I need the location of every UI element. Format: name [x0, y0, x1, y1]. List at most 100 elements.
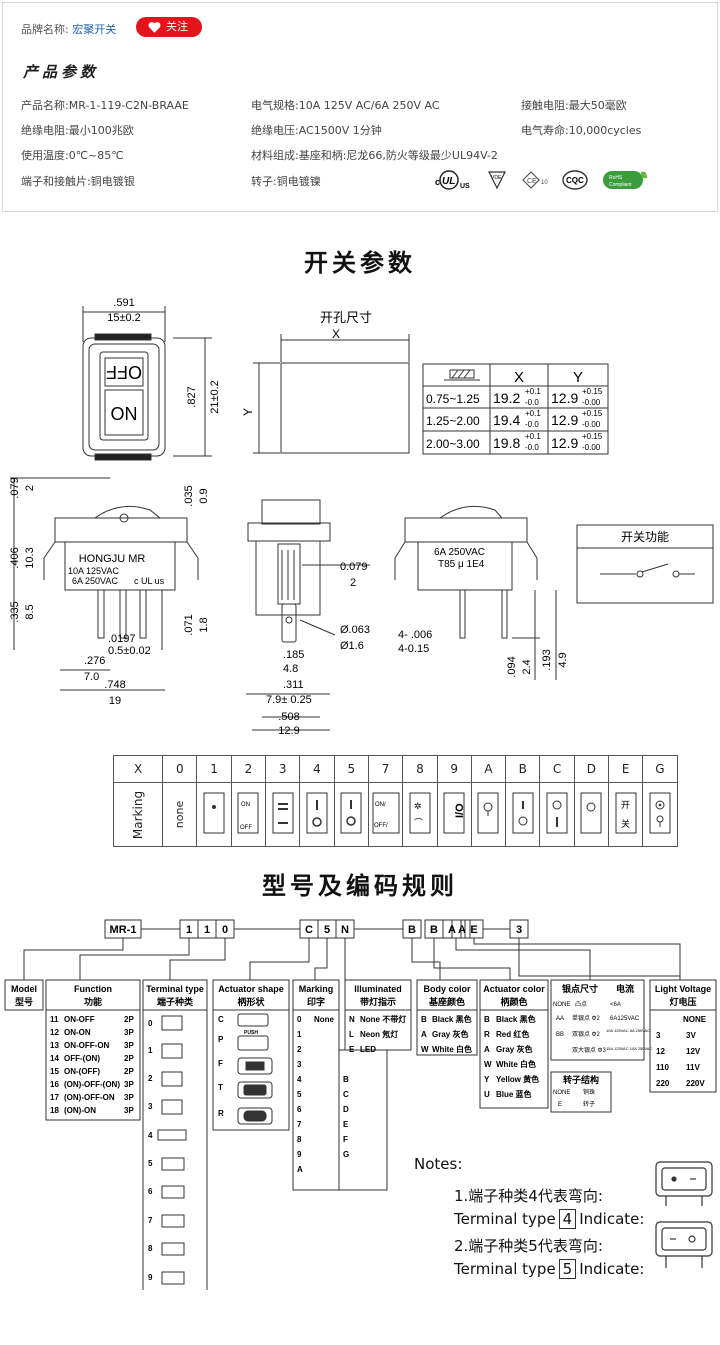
marking-cell-g — [642, 782, 678, 847]
marking-h-9: 9 — [436, 755, 472, 783]
cut-table-hx: X — [514, 369, 524, 386]
terminal-cn: 端子种类 — [157, 996, 194, 1007]
illum-name-1: Neon 氖灯 — [360, 1029, 398, 1039]
silver-code-2: BB — [556, 1032, 564, 1038]
fn-pole-6: 3P — [124, 1093, 134, 1102]
marking-h-15: G — [642, 755, 678, 783]
act-name-2: Gray 灰色 — [496, 1044, 532, 1054]
label-off: OFF — [106, 362, 142, 382]
svg-text:c: c — [435, 177, 440, 187]
silver-h1: 银点尺寸 — [562, 983, 598, 994]
cutout-title: 开孔尺寸 — [320, 310, 372, 325]
dim-094: .094 — [506, 656, 518, 677]
act-code-2: A — [484, 1045, 490, 1054]
brand-link[interactable]: 宏聚开关 — [72, 23, 117, 36]
act-code-5: U — [484, 1090, 490, 1099]
silver-cur-0: <6A — [610, 1002, 621, 1008]
code-part-9: A — [448, 924, 456, 936]
svg-text:I/O: I/O — [454, 803, 466, 818]
body-name-1: Gray 灰色 — [432, 1029, 468, 1039]
mark-d: D — [343, 1105, 349, 1114]
light-voltage-en: Light Voltage — [655, 984, 711, 994]
actuator-shape-en: Actuator shape — [218, 984, 284, 994]
cut-row1-xp: +0.1 — [525, 387, 541, 396]
marking-fan-icon: ✲⌒ — [409, 792, 431, 834]
svg-text:OFF/: OFF/ — [374, 823, 388, 829]
fn-code-0: 11 — [50, 1015, 59, 1024]
svg-text:CQC: CQC — [566, 176, 584, 185]
mark-6: 6 — [297, 1105, 302, 1114]
marking-bell-icon — [546, 792, 568, 834]
lv-code-2: 12 — [656, 1047, 665, 1056]
actuator-color-en: Actuator color — [483, 984, 545, 994]
follow-button[interactable]: 关注 — [136, 17, 202, 37]
dim-16: Ø1.6 — [340, 640, 364, 652]
dim-2b: 2 — [350, 577, 356, 589]
illum-code-1: L — [349, 1030, 354, 1039]
switch-params-title: 开关参数 — [304, 249, 416, 277]
svg-text:⌒: ⌒ — [414, 818, 423, 828]
marking-cell-8: ✲⌒ — [402, 782, 438, 847]
fn-pole-0: 2P — [124, 1015, 134, 1024]
dim-19: 19 — [109, 695, 121, 707]
spec-material: 材料组成:基座和柄:尼龙66,防火等级最少UL94V-2 — [251, 149, 498, 162]
cut-row1-yp: +0.15 — [582, 387, 603, 396]
marking-h-13: D — [573, 755, 610, 783]
rotor-h: 转子结构 — [563, 1074, 599, 1085]
fn-name-0: ON-OFF — [64, 1015, 95, 1024]
fn-code-1: 12 — [50, 1028, 59, 1037]
mark-4: 4 — [297, 1075, 302, 1084]
terminal4-diagram-icon — [655, 1161, 713, 1206]
model-en: Model — [11, 984, 37, 994]
body-code-2: W — [421, 1045, 429, 1054]
dim-748: .748 — [104, 679, 125, 691]
dim-24: 2.4 — [521, 659, 533, 674]
mark-1: 1 — [297, 1030, 302, 1039]
mark-2: 2 — [297, 1045, 302, 1054]
term-4: 4 — [148, 1131, 153, 1140]
cut-row2-x: 19.4 — [493, 412, 520, 428]
back-rating1: 6A 250VAC — [434, 547, 485, 558]
mark-a: A — [297, 1165, 303, 1174]
marking-row-label-text: Marking — [131, 790, 146, 839]
act-name-0: Black 黑色 — [496, 1014, 536, 1024]
certification-logos: c UL US VDE CE 10 CQC RoHS Compliant — [435, 170, 647, 190]
fn-name-3: OFF-(ON) — [64, 1054, 100, 1063]
lv-code-4: 220 — [656, 1079, 670, 1088]
switch-dimension-drawing: .591 15±0.2 OFF ON .827 21±0.2 开孔尺寸 X Y … — [9, 297, 714, 737]
dim-09: 0.9 — [198, 488, 210, 503]
marking-cell-1 — [196, 782, 232, 847]
cqc-logo-icon: CQC — [562, 170, 588, 190]
cut-row1-range: 0.75~1.25 — [426, 392, 480, 406]
svg-text:ON: ON — [241, 802, 250, 808]
dim-129: 12.9 — [278, 725, 299, 737]
mark-9: 9 — [297, 1150, 302, 1159]
marking-row-label: Marking — [112, 782, 164, 847]
side-brand: HONGJU MR — [79, 553, 146, 565]
fn-pole-1: 3P — [124, 1028, 134, 1037]
lv-volt-4: 220V — [686, 1079, 705, 1088]
marking-h-14: E — [608, 755, 644, 783]
code-part-2: 1 — [204, 924, 210, 936]
cut-row1-x: 19.2 — [493, 390, 520, 406]
marking-cell-7: ON/OFF/ — [367, 782, 404, 847]
dim-071: .071 — [183, 614, 195, 635]
model-code-diagram: MR-1 1 1 0 C 5 N B B A A E 3 Model 型号 Fu… — [4, 919, 717, 1290]
terminal-en: Terminal type — [146, 984, 204, 994]
code-part-3: 0 — [222, 924, 228, 936]
dim-70: 7.0 — [84, 671, 99, 683]
term-6: 6 — [148, 1187, 153, 1196]
svg-text:VDE: VDE — [491, 175, 502, 181]
silver-desc-2: 双银点 Φ2 — [572, 1030, 600, 1038]
body-name-0: Black 黑色 — [432, 1014, 472, 1024]
dim-top-height-in: .827 — [186, 386, 198, 407]
lv-volt-1: 3V — [686, 1031, 696, 1040]
vde-logo-icon: VDE — [488, 171, 506, 190]
fn-code-4: 15 — [50, 1067, 59, 1076]
dim-85: 8.5 — [24, 604, 36, 619]
mark-3: 3 — [297, 1060, 302, 1069]
rotor-code-1: E — [558, 1102, 562, 1108]
marking-h-11: B — [505, 755, 541, 783]
cut-row2-xp: +0.1 — [525, 409, 541, 418]
act-code-4: Y — [484, 1075, 490, 1084]
